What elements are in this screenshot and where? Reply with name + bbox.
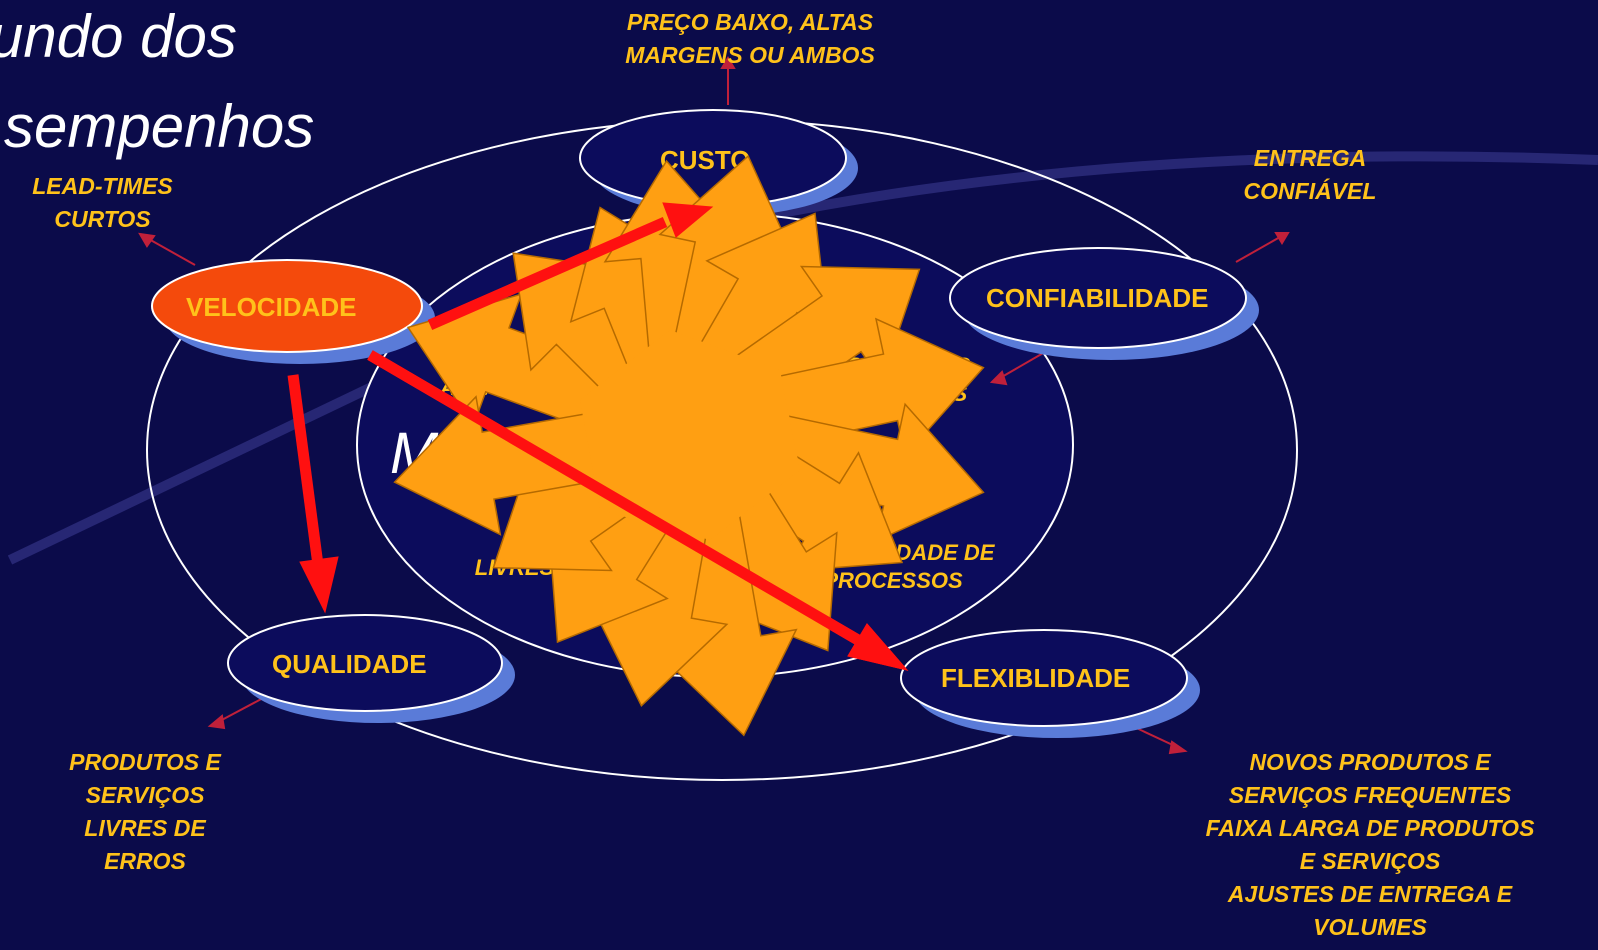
node-flexibilidade — [900, 629, 1200, 738]
inner-right-label: OPERAÇÕES CONFIÁVEIS — [805, 352, 995, 408]
qualidade-outcome-line-2: SERVIÇOS — [85, 782, 205, 808]
flexibilidade-outcome: NOVOS PRODUTOS E SERVIÇOS FREQUENTES FAI… — [1150, 746, 1590, 944]
qualidade-outcome: PRODUTOS E SERVIÇOS LIVRES DE ERROS — [40, 746, 250, 878]
custo-outcome: PREÇO BAIXO, ALTAS MARGENS OU AMBOS — [560, 6, 940, 72]
inner-bottom-right-line-1: FLEXIBILIDADE DE — [791, 540, 995, 565]
inner-top-line-1: ALTA PRODUTIVIDADE — [618, 269, 862, 294]
flexibilidade-label: FLEXIBLIDADE — [941, 663, 1131, 693]
velocidade-connector-head — [138, 232, 156, 248]
inner-bottom-left-label: PROCESSOS LIVRES DE ERROS — [460, 526, 690, 582]
flexibilidade-connector-head — [1168, 740, 1188, 755]
confiabilidade-connector — [1235, 236, 1281, 263]
custo-label: CUSTO — [660, 145, 751, 175]
confiaveis-connector — [999, 351, 1046, 379]
inner-top-label: ALTA PRODUTIVIDADE TOTAL — [590, 268, 890, 324]
confiaveis-connector-head — [989, 370, 1008, 386]
confiabilidade-label: CONFIABILIDADE — [986, 283, 1209, 313]
qualidade-outcome-line-3: LIVRES DE — [84, 815, 206, 841]
inner-bottom-left-line-1: PROCESSOS — [505, 527, 645, 552]
qualidade-outcome-line-1: PRODUTOS E — [69, 749, 221, 775]
qualidade-label: QUALIDADE — [272, 649, 427, 679]
flexibilidade-outcome-line-4: E SERVIÇOS — [1299, 848, 1441, 874]
node-velocidade — [151, 259, 435, 364]
velocidade-outcome: LEAD-TIMES CURTOS — [10, 170, 195, 236]
custo-connector-head — [720, 56, 736, 69]
velocidade-connector — [146, 237, 196, 266]
inner-bottom-right-label: FLEXIBILIDADE DE PROCESSOS — [778, 539, 1008, 595]
title-line-2: sempenhos — [4, 93, 315, 160]
red-arrow-to-qualidade — [287, 374, 324, 566]
center-text: Mundo dos Efeitos — [390, 421, 871, 486]
custo-outcome-line-1: PREÇO BAIXO, ALTAS — [626, 9, 874, 35]
inner-right-line-2: CONFIÁVEIS — [832, 381, 968, 406]
velocidade-label: VELOCIDADE — [186, 292, 357, 322]
title-line-1: undo dos — [0, 3, 237, 70]
qualidade-connector — [217, 696, 266, 723]
red-arrow-to-qualidade-head — [299, 556, 339, 614]
confiabilidade-outcome-line-2: CONFIÁVEL — [1243, 178, 1377, 204]
qualidade-connector-head — [207, 714, 226, 730]
inner-top-line-2: TOTAL — [704, 297, 776, 322]
inner-right-line-1: OPERAÇÕES — [829, 353, 971, 378]
velocidade-outcome-line-2: CURTOS — [54, 206, 151, 232]
custo-outcome-line-2: MARGENS OU AMBOS — [625, 42, 875, 68]
confiabilidade-outcome: ENTREGA CONFIÁVEL — [1210, 142, 1410, 208]
inner-bottom-right-line-2: PROCESSOS — [823, 568, 963, 593]
inner-left-line-2: ATRAVESSAMENTO — [440, 375, 652, 400]
qualidade-outcome-line-4: ERROS — [104, 848, 186, 874]
flexibilidade-outcome-line-3: FAIXA LARGA DE PRODUTOS — [1205, 815, 1535, 841]
inner-left-line-1: RAPIDO — [497, 347, 583, 372]
confiabilidade-connector-head — [1274, 232, 1290, 245]
confiabilidade-outcome-line-1: ENTREGA — [1253, 145, 1367, 171]
flexibilidade-outcome-line-6: VOLUMES — [1313, 914, 1427, 940]
flexibilidade-outcome-line-5: AJUSTES DE ENTREGA E — [1227, 881, 1513, 907]
node-confiabilidade — [949, 247, 1259, 360]
inner-bottom-left-line-2: LIVRES DE ERROS — [474, 555, 676, 580]
flexibilidade-outcome-line-2: SERVIÇOS FREQUENTES — [1228, 782, 1512, 808]
inner-left-label: RAPIDO ATRAVESSAMENTO — [440, 346, 652, 402]
flexibilidade-outcome-line-1: NOVOS PRODUTOS E — [1249, 749, 1491, 775]
velocidade-outcome-line-1: LEAD-TIMES — [32, 173, 173, 199]
